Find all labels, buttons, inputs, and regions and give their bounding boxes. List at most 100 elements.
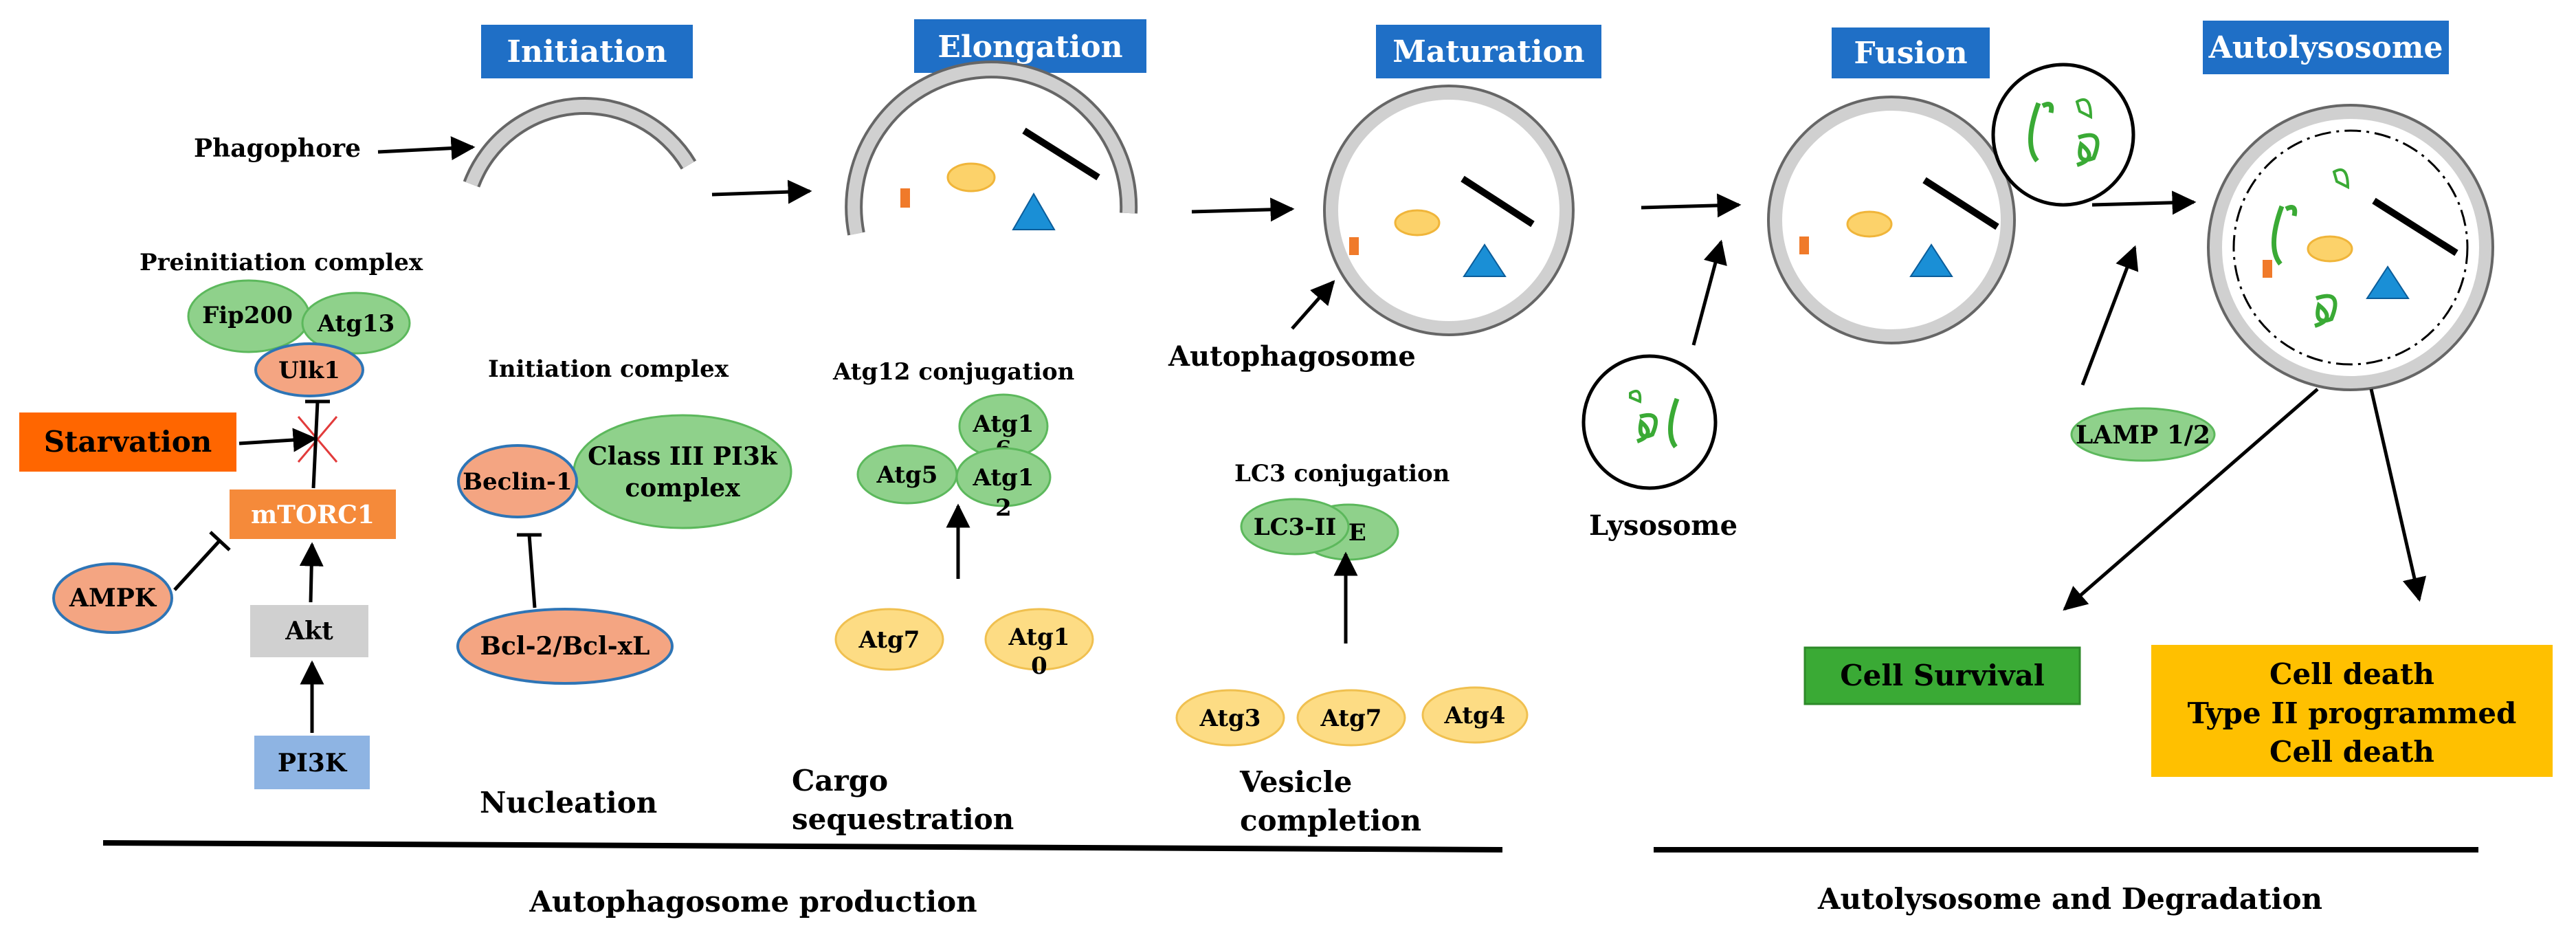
atg7-label: Atg7	[858, 626, 920, 654]
akt-label: Akt	[285, 617, 333, 646]
mtorc1-box	[230, 490, 396, 539]
class3-label-line2: complex	[625, 474, 740, 503]
atg7b-label: Atg7	[1320, 705, 1382, 732]
bcl2-label: Bcl-2/Bcl-xL	[480, 632, 650, 661]
lamp-node	[2070, 407, 2216, 462]
lysosome-enzyme-1	[1629, 390, 1642, 404]
atg12-node	[955, 447, 1052, 507]
stage-maturation-label: Maturation	[1392, 34, 1585, 69]
production-divider	[102, 840, 1503, 852]
akt-box	[250, 605, 368, 657]
atg12-label-line1: Atg1	[973, 464, 1034, 492]
lc3ii-node	[1240, 498, 1350, 556]
fusion-cargo-triangle	[1909, 243, 1953, 277]
stage-header-fusion: Fusion	[1832, 28, 1990, 78]
stage-header-initiation: Initiation	[481, 25, 693, 78]
starvation-label: Starvation	[44, 425, 212, 459]
autophagosome-cargo-triangle	[1463, 243, 1507, 277]
stage-header-elongation: Elongation	[914, 19, 1146, 73]
fusion-lysosome-enzyme-1	[2028, 102, 2054, 163]
atg13-label: Atg13	[317, 310, 395, 338]
lysosome-circle	[1581, 354, 1718, 490]
stage-autolysosome-label: Autolysosome	[2208, 30, 2443, 65]
cargo-black-fiber	[1022, 127, 1100, 181]
mtorc1-inhibits-ulk1	[311, 401, 320, 489]
ampk-node	[52, 562, 173, 634]
bcl2-node	[456, 608, 674, 685]
ampk-label: AMPK	[69, 584, 157, 613]
atg7-node	[834, 608, 944, 671]
stage-initiation-label: Initiation	[507, 34, 667, 69]
phagophore-label: Phagophore	[194, 134, 361, 163]
cargo-label-line1: Cargo	[792, 764, 888, 798]
cargo-yellow-blob	[946, 162, 996, 192]
fusion-cargo-blob	[1846, 210, 1893, 238]
atg5-label: Atg5	[876, 461, 938, 489]
inhibition-cross-2	[297, 416, 338, 463]
beclin1-label: Beclin-1	[463, 468, 572, 496]
ulk1-node	[254, 342, 364, 397]
fusion-cargo-fiber	[1922, 177, 1999, 230]
atg10-node	[984, 608, 1094, 671]
initiation-complex-label: Initiation complex	[488, 355, 729, 383]
phagophore-membrane	[465, 100, 694, 187]
initiation-to-elongation-arrow	[711, 179, 812, 204]
vesicle-label-line2: completion	[1240, 804, 1421, 837]
ampk-inhibits-mtorc1	[173, 539, 221, 591]
autophagosome-membrane	[1326, 87, 1572, 333]
atg12-conjugation-label: Atg12 conjugation	[832, 358, 1074, 386]
stage-elongation-label: Elongation	[937, 30, 1122, 65]
elongation-to-maturation-arrow	[1191, 197, 1295, 222]
lamp-label: LAMP 1/2	[2076, 421, 2210, 450]
atg7b-node	[1296, 689, 1406, 747]
lamp-arrow	[2080, 245, 2139, 386]
stage-fusion-label: Fusion	[1854, 36, 1967, 71]
atg3-node	[1175, 689, 1285, 747]
stage-header-autolysosome: Autolysosome	[2203, 21, 2449, 74]
atg4-label: Atg4	[1444, 702, 1506, 729]
survival-arrow	[2063, 388, 2319, 611]
phagophore-arrow	[377, 136, 476, 161]
fusion-lysosome-enzyme-2	[2075, 98, 2093, 120]
cargo-label-line2: sequestration	[792, 802, 1014, 836]
class3-pi3k-node	[573, 414, 792, 529]
autophagosome-cargo-orange	[1349, 237, 1359, 255]
akt-to-mtorc1-arrow	[299, 542, 324, 603]
cell-death-line1: Cell death	[2269, 657, 2434, 691]
autolysosome-cargo-blob	[2307, 235, 2353, 263]
autophagosome-production-label: Autophagosome production	[529, 885, 977, 918]
fusion-lysosome	[1991, 63, 2135, 207]
pi3k-label: PI3K	[278, 749, 348, 778]
elongation-membrane-outer	[845, 60, 1138, 236]
cell-death-box	[2151, 645, 2553, 777]
mtorc1-label: mTORC1	[251, 500, 375, 529]
autolysosome-degradation-label: Autolysosome and Degradation	[1817, 882, 2322, 916]
ulk1-label: Ulk1	[278, 357, 340, 384]
maturation-to-fusion-arrow	[1641, 193, 1742, 218]
preinitiation-complex-label: Preinitiation complex	[140, 249, 423, 276]
starvation-arrow	[238, 428, 318, 452]
autolysosome-cargo-triangle	[2366, 265, 2410, 299]
lysosome-to-fusion-arrow	[1691, 239, 1727, 346]
atg10-label-line1: Atg1	[1008, 624, 1070, 651]
beclin1-node	[457, 444, 578, 518]
autolysosome-enzyme-3	[2314, 294, 2338, 328]
lc3-conjugation-label: LC3 conjugation	[1234, 460, 1450, 487]
autolysosome-enzyme-1	[2272, 205, 2298, 266]
fip200-label: Fip200	[202, 302, 293, 329]
vesicle-label-line1: Vesicle	[1239, 765, 1352, 799]
atg10-label-line2: 0	[1031, 652, 1047, 680]
starvation-box	[19, 412, 236, 472]
atg3-label: Atg3	[1199, 705, 1261, 732]
autolysosome-cargo-fiber	[2372, 197, 2458, 256]
autolysosome-cargo-orange	[2263, 260, 2272, 278]
atg13-node	[301, 292, 411, 355]
elongation-membrane	[847, 63, 1135, 235]
autophagosome-label: Autophagosome	[1168, 340, 1416, 373]
autolysosome-inner-membrane	[2232, 129, 2469, 366]
fusion-to-autolysosome-arrow	[2091, 190, 2197, 215]
lysosome-enzyme-3	[1667, 397, 1680, 449]
autophagosome-cargo-blob	[1394, 209, 1441, 236]
